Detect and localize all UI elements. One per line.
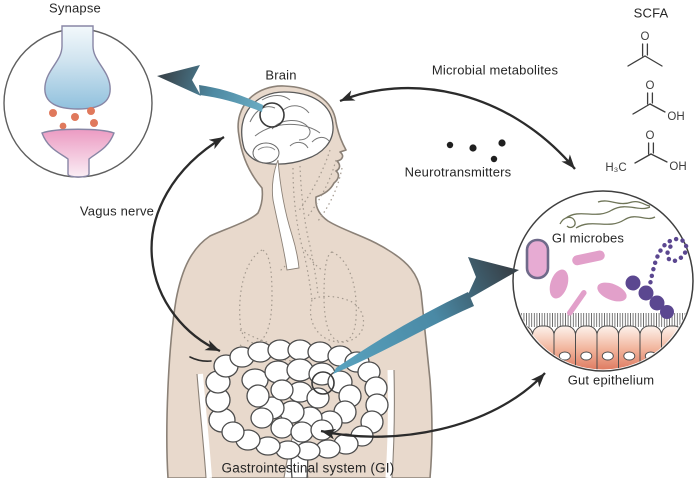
acetic-oxygen-label: O	[645, 130, 655, 142]
brain-illustration	[241, 91, 334, 271]
scfa-molecules	[627, 43, 668, 164]
gut-to-microbes-arrow	[333, 257, 519, 374]
molecule-acetic-acid	[634, 142, 668, 164]
synapse-label: Synapse	[49, 0, 101, 16]
microbial-metabolites-label: Microbial metabolites	[431, 62, 559, 78]
rod-bacterium-outlined	[525, 238, 550, 280]
gastrointestinal-system-label: Gastrointestinal system (GI)	[221, 460, 395, 476]
gi-microbes-circle	[512, 190, 694, 372]
rod-bacteria-pink	[549, 250, 627, 316]
microbial-metabolites-arrow	[339, 86, 576, 170]
acetic-hydroxyl-label: OH	[669, 161, 687, 173]
cocci-chain	[625, 275, 674, 319]
acetic-methyl-label: H₃C	[605, 162, 627, 174]
brain-label: Brain	[265, 67, 297, 83]
gi-microbes-label: GI microbes	[551, 230, 625, 246]
gut-epithelium-label: Gut epithelium	[567, 372, 655, 388]
streptococcus-dotted-chain	[646, 236, 689, 292]
human-body-illustration	[166, 85, 433, 478]
brain-magnifier-circle	[259, 102, 285, 128]
postsynaptic-terminal	[41, 128, 115, 178]
molecule-ketone	[627, 43, 663, 67]
molecule-carboxylic-acid	[632, 92, 666, 115]
synapse-neurotransmitter-dots	[49, 107, 98, 130]
acid-hydroxyl-label: OH	[667, 111, 685, 123]
synapse-illustration	[3, 25, 153, 178]
arrows	[150, 86, 576, 440]
vagus-nerve-label: Vagus nerve	[79, 203, 155, 219]
scfa-label: SCFA	[633, 5, 669, 21]
filament-bacteria	[559, 200, 656, 229]
presynaptic-terminal	[44, 25, 111, 110]
acid-oxygen-label: O	[645, 80, 655, 92]
neurotransmitters-label: Neurotransmitters	[404, 164, 512, 180]
ketone-oxygen-label: O	[640, 31, 650, 43]
vagus-nerve-arrow	[150, 136, 225, 353]
neurotransmitter-dots	[446, 139, 506, 163]
gut-microbiome-arrow	[320, 372, 546, 440]
brain-to-synapse-arrow	[157, 65, 263, 112]
